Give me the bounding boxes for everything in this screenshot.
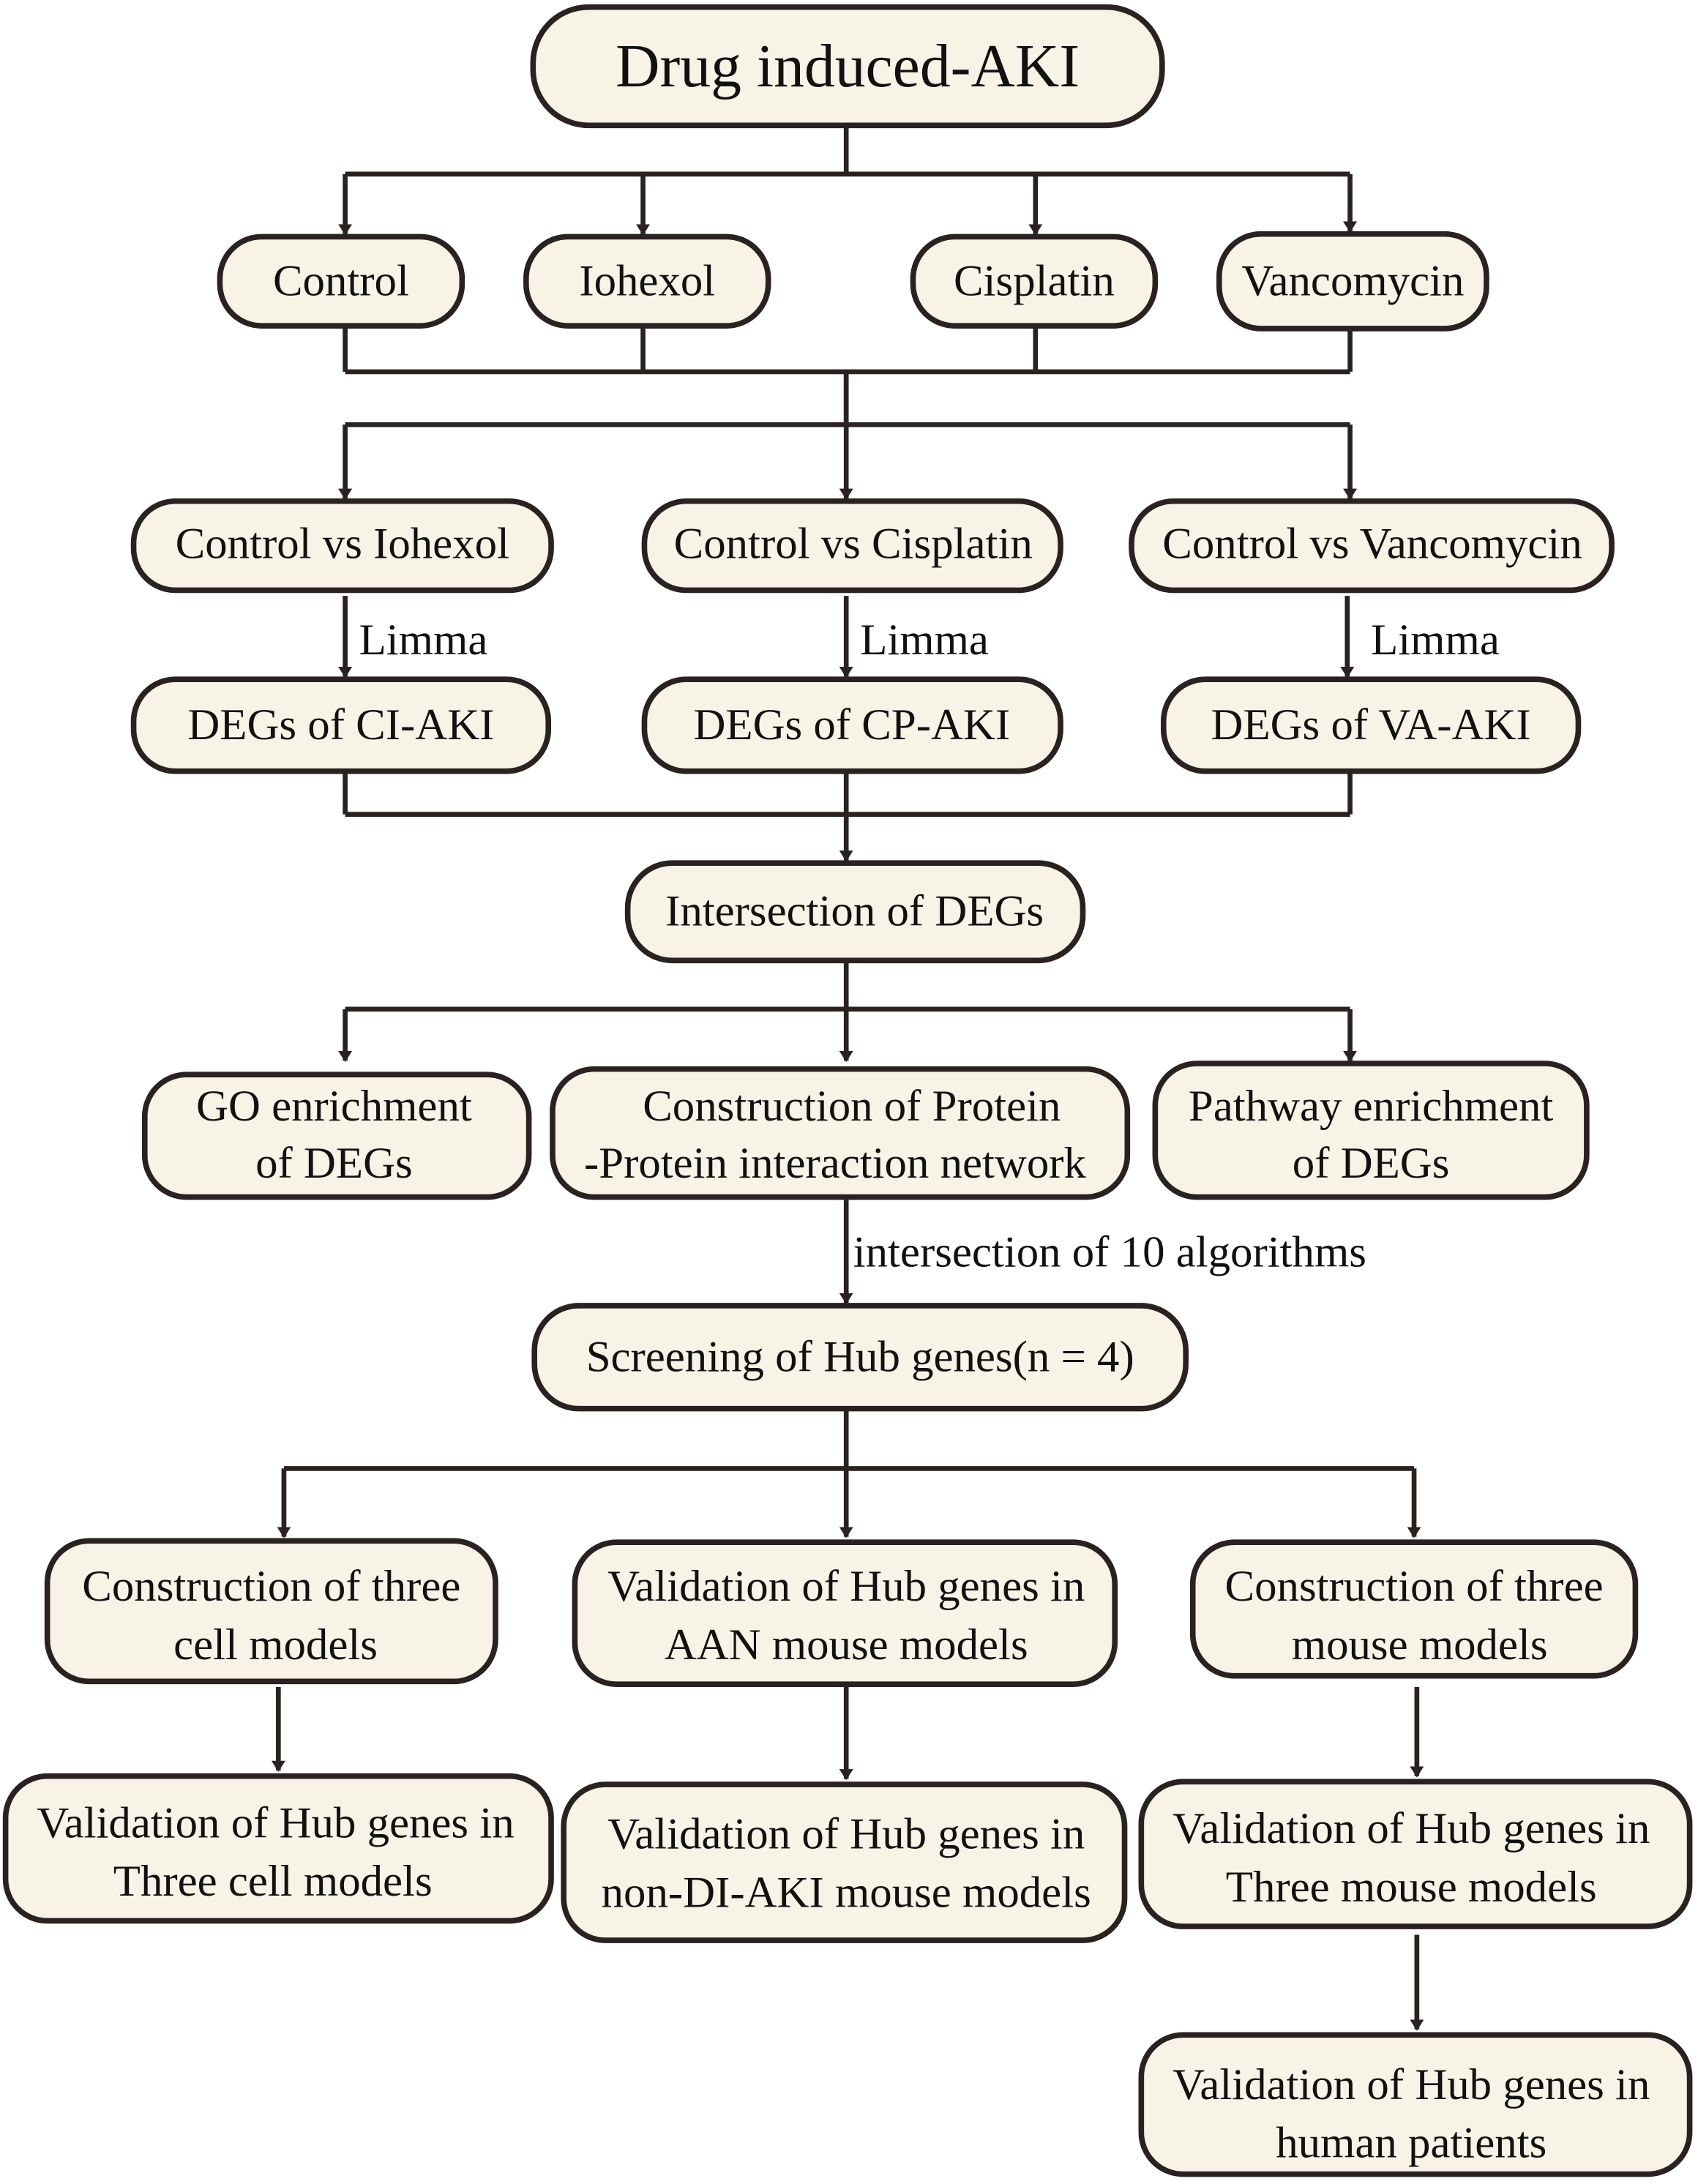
limma-label: Limma	[860, 616, 989, 665]
comparison-iohexol: Control vs Iohexol	[130, 498, 554, 594]
comparison-cisplatin: Control vs Cisplatin	[641, 498, 1063, 594]
comparison-vancomycin: Control vs Vancomycin	[1129, 498, 1615, 594]
group-label: Cisplatin	[954, 256, 1115, 305]
validation-cell-node: Validation of Hub genes in Three cell mo…	[2, 1773, 554, 1924]
node-line: mouse models	[1292, 1620, 1548, 1669]
limma-label: Limma	[1371, 616, 1500, 665]
pathway-enrichment-node: Pathway enrichment of DEGs	[1152, 1061, 1590, 1200]
node-line: Validation of Hub genes in	[1172, 2060, 1650, 2109]
node-line: of DEGs	[255, 1139, 413, 1188]
degs-cp-aki: DEGs of CP-AKI	[641, 676, 1063, 774]
comparison-label: Control vs Iohexol	[176, 520, 509, 569]
node-line: Pathway enrichment	[1189, 1082, 1554, 1131]
group-label: Control	[273, 256, 409, 305]
node-line: Construction of three	[82, 1562, 460, 1611]
connectors	[271, 125, 1424, 2031]
intersection-node: Intersection of DEGs	[624, 860, 1086, 964]
validation-human-node: Validation of Hub genes in human patient…	[1138, 2032, 1693, 2177]
node-line: Validation of Hub genes in	[607, 1562, 1085, 1611]
title-text: Drug induced-AKI	[616, 32, 1080, 100]
cell-models-node: Construction of three cell models	[44, 1538, 498, 1685]
group-label: Vancomycin	[1241, 256, 1464, 305]
node-line: Construction of three	[1225, 1562, 1604, 1611]
algorithms-label: intersection of 10 algorithms	[853, 1228, 1366, 1277]
screening-node: Screening of Hub genes(n = 4)	[531, 1303, 1189, 1412]
degs-ci-aki: DEGs of CI-AKI	[130, 676, 552, 774]
title-node: Drug induced-AKI	[530, 4, 1165, 129]
mouse-models-node: Construction of three mouse models	[1189, 1539, 1639, 1679]
comparison-label: Control vs Vancomycin	[1162, 520, 1582, 569]
degs-label: DEGs of VA-AKI	[1211, 700, 1531, 749]
go-enrichment-node: GO enrichment of DEGs	[141, 1072, 532, 1200]
node-line: Validation of Hub genes in	[607, 1810, 1085, 1859]
node-line: AAN mouse models	[665, 1620, 1028, 1669]
node-line: Three cell models	[113, 1857, 433, 1906]
group-iohexol: Iohexol	[523, 233, 771, 329]
ppi-network-node: Construction of Protein -Protein interac…	[550, 1066, 1131, 1200]
group-label: Iohexol	[579, 256, 715, 305]
node-line: -Protein interaction network	[584, 1139, 1087, 1188]
degs-va-aki: DEGs of VA-AKI	[1160, 676, 1582, 774]
limma-label: Limma	[359, 616, 488, 665]
node-line: cell models	[173, 1620, 378, 1669]
node-line: Validation of Hub genes in	[1172, 1804, 1650, 1853]
validation-mouse-node: Validation of Hub genes in Three mouse m…	[1138, 1779, 1693, 1929]
node-line: human patients	[1276, 2119, 1546, 2168]
intersection-label: Intersection of DEGs	[665, 887, 1044, 936]
node-line: Validation of Hub genes in	[37, 1798, 514, 1847]
node-line: Construction of Protein	[643, 1082, 1061, 1131]
aan-mouse-node: Validation of Hub genes in AAN mouse mod…	[572, 1539, 1118, 1687]
group-control: Control	[217, 233, 465, 329]
group-cisplatin: Cisplatin	[910, 233, 1159, 329]
screening-label: Screening of Hub genes(n = 4)	[586, 1332, 1134, 1381]
degs-label: DEGs of CI-AKI	[187, 700, 494, 749]
group-vancomycin: Vancomycin	[1216, 231, 1489, 332]
node-line: of DEGs	[1293, 1139, 1450, 1188]
validation-non-di-node: Validation of Hub genes in non-DI-AKI mo…	[561, 1781, 1128, 1943]
node-line: GO enrichment	[196, 1082, 472, 1131]
comparison-label: Control vs Cisplatin	[674, 520, 1033, 569]
node-line: non-DI-AKI mouse models	[602, 1868, 1091, 1917]
degs-label: DEGs of CP-AKI	[693, 700, 1010, 749]
node-line: Three mouse models	[1226, 1863, 1597, 1912]
